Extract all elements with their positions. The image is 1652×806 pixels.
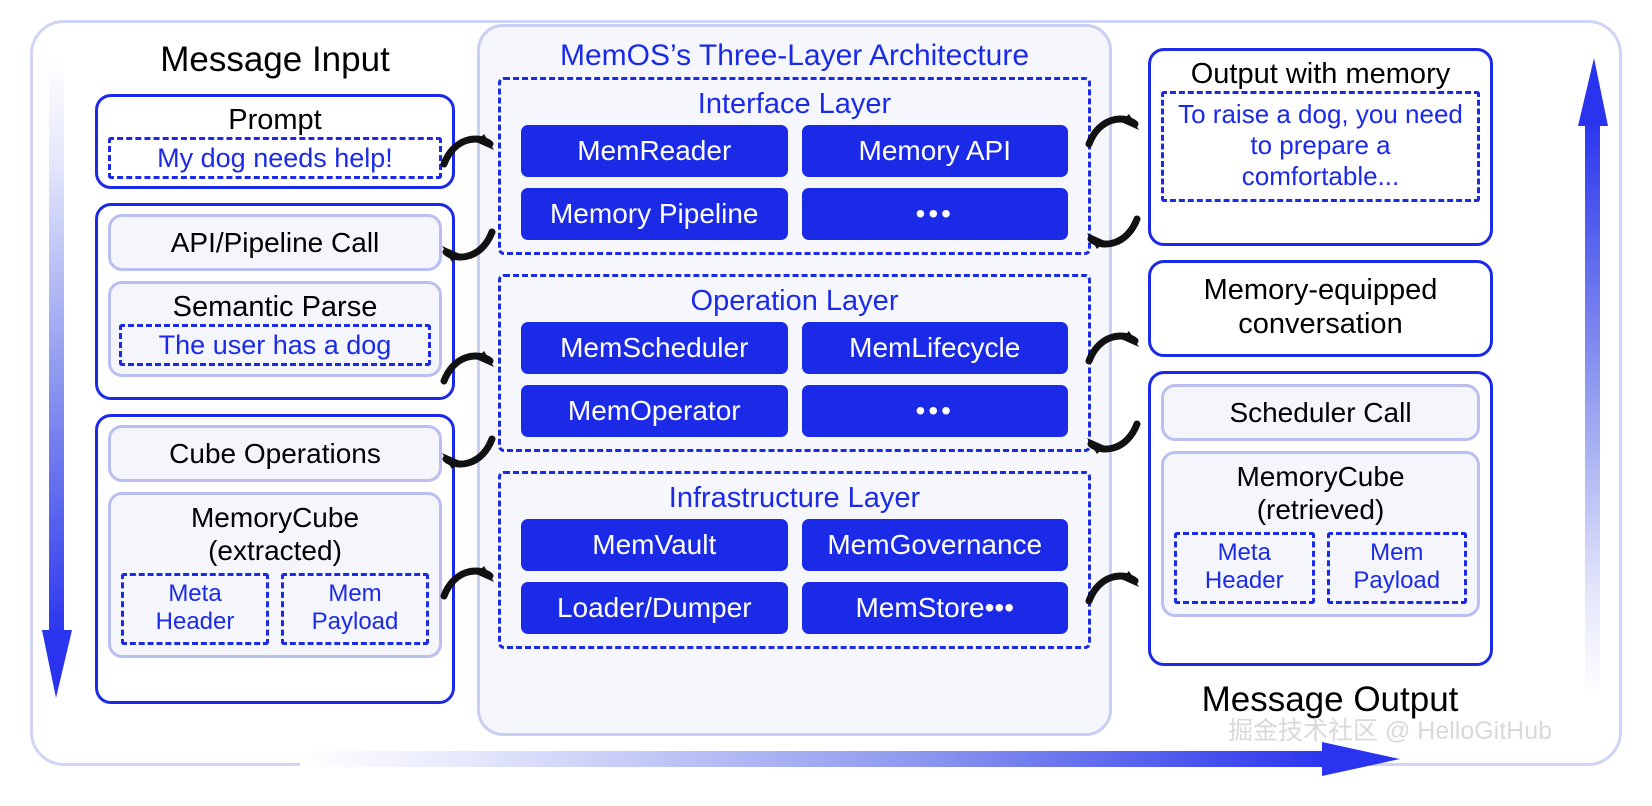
- interface-layer-title: Interface Layer: [697, 88, 892, 120]
- message-output-title: Message Output: [1201, 680, 1459, 719]
- arrow-up-icon: [1578, 58, 1608, 698]
- memoperator-button[interactable]: MemOperator: [521, 385, 788, 437]
- semantic-parse-card[interactable]: Semantic Parse The user has a dog: [108, 281, 442, 377]
- conversation-line2: conversation: [1238, 307, 1403, 340]
- output-with-memory-box[interactable]: Output with memory To raise a dog, you n…: [1148, 48, 1493, 246]
- arrow-right-icon: [300, 742, 1400, 776]
- prompt-box[interactable]: Prompt My dog needs help!: [95, 94, 455, 189]
- prompt-value: My dog needs help!: [108, 137, 442, 179]
- memlifecycle-button[interactable]: MemLifecycle: [801, 322, 1068, 374]
- interface-layer: Interface Layer MemReader Memory API Mem…: [498, 77, 1091, 255]
- curved-arrow-left-icon: [1087, 420, 1141, 454]
- interface-layer-grid: MemReader Memory API Memory Pipeline •••: [521, 125, 1068, 240]
- conversation-line1: Memory-equipped: [1203, 273, 1438, 306]
- infrastructure-layer-grid: MemVault MemGovernance Loader/Dumper Mem…: [521, 519, 1068, 634]
- infrastructure-layer: Infrastructure Layer MemVault MemGoverna…: [498, 471, 1091, 649]
- memorycube-retrieved-line2: (retrieved): [1256, 494, 1385, 525]
- meta-header-line1: Meta: [168, 580, 222, 607]
- cube-box[interactable]: Cube Operations MemoryCube (extracted) M…: [95, 414, 455, 704]
- retrieved-mem-payload-line2: Payload: [1353, 567, 1441, 594]
- left-column: Prompt My dog needs help! API/Pipeline C…: [95, 94, 455, 718]
- scheduler-box[interactable]: Scheduler Call MemoryCube (retrieved) Me…: [1148, 371, 1493, 666]
- retrieved-mem-payload-line1: Mem: [1370, 539, 1424, 566]
- memorycube-title-line2: (extracted): [208, 535, 342, 566]
- architecture-panel: MemOS’s Three-Layer Architecture Interfa…: [477, 24, 1112, 736]
- memory-equipped-conversation-box[interactable]: Memory-equipped conversation: [1148, 260, 1493, 357]
- memory-pipeline-button[interactable]: Memory Pipeline: [521, 188, 788, 240]
- memory-api-button[interactable]: Memory API: [801, 125, 1068, 177]
- memscheduler-button[interactable]: MemScheduler: [521, 322, 788, 374]
- retrieved-meta-header-line2: Header: [1204, 567, 1284, 594]
- curved-arrow-right-icon: [440, 134, 494, 168]
- right-column: Output with memory To raise a dog, you n…: [1148, 48, 1493, 680]
- operation-layer-grid: MemScheduler MemLifecycle MemOperator ••…: [521, 322, 1068, 437]
- arrow-down-icon: [42, 58, 72, 698]
- memstore-button[interactable]: MemStore•••: [801, 582, 1068, 634]
- memorycube-retrieved-line1: MemoryCube: [1236, 461, 1405, 492]
- mem-payload-chip: Mem Payload: [281, 573, 429, 645]
- retrieved-mem-payload-chip: Mem Payload: [1326, 532, 1467, 604]
- curved-arrow-right-icon: [1085, 114, 1139, 148]
- curved-arrow-left-icon: [1087, 215, 1141, 249]
- meta-header-chip: Meta Header: [121, 573, 269, 645]
- api-pipeline-call-card[interactable]: API/Pipeline Call: [108, 214, 442, 271]
- memorycube-retrieved-card[interactable]: MemoryCube (retrieved) Meta Header Mem P…: [1161, 451, 1480, 617]
- curved-arrow-right-icon: [440, 566, 494, 600]
- curved-arrow-left-icon: [442, 228, 496, 262]
- infrastructure-layer-title: Infrastructure Layer: [668, 482, 921, 514]
- watermark: 掘金技术社区 @ HelloGitHub: [1228, 717, 1553, 745]
- curved-arrow-right-icon: [440, 351, 494, 385]
- meta-header-line2: Header: [155, 608, 235, 635]
- curved-arrow-right-icon: [1085, 331, 1139, 365]
- memgovernance-button[interactable]: MemGovernance: [801, 519, 1068, 571]
- memvault-button[interactable]: MemVault: [521, 519, 788, 571]
- cube-operations-card[interactable]: Cube Operations: [108, 425, 442, 482]
- curved-arrow-right-icon: [1085, 571, 1139, 605]
- memorycube-title-line1: MemoryCube: [190, 502, 360, 533]
- scheduler-call-card[interactable]: Scheduler Call: [1161, 384, 1480, 441]
- semantic-parse-value: The user has a dog: [119, 324, 431, 366]
- mem-payload-line1: Mem: [328, 580, 382, 607]
- retrieved-meta-header-chip: Meta Header: [1174, 532, 1315, 604]
- architecture-panel-title: MemOS’s Three-Layer Architecture: [559, 39, 1030, 72]
- memorycube-extracted-card[interactable]: MemoryCube (extracted) Meta Header Mem P…: [108, 492, 442, 658]
- memorycube-chips: Meta Header Mem Payload: [121, 573, 429, 645]
- interface-more-button[interactable]: •••: [801, 188, 1068, 240]
- semantic-parse-label: Semantic Parse: [172, 291, 378, 323]
- memreader-button[interactable]: MemReader: [521, 125, 788, 177]
- retrieved-meta-header-line1: Meta: [1217, 539, 1271, 566]
- operation-layer-title: Operation Layer: [690, 285, 899, 317]
- operation-layer: Operation Layer MemScheduler MemLifecycl…: [498, 274, 1091, 452]
- output-with-memory-label: Output with memory: [1190, 58, 1451, 90]
- memorycube-retrieved-chips: Meta Header Mem Payload: [1174, 532, 1467, 604]
- conversation-text-wrap: Memory-equipped conversation: [1204, 273, 1438, 341]
- mem-payload-line2: Payload: [311, 608, 399, 635]
- curved-arrow-left-icon: [442, 435, 496, 469]
- parse-box[interactable]: API/Pipeline Call Semantic Parse The use…: [95, 203, 455, 400]
- message-input-title: Message Input: [160, 40, 390, 79]
- loader-dumper-button[interactable]: Loader/Dumper: [521, 582, 788, 634]
- output-with-memory-value: To raise a dog, you need to prepare a co…: [1161, 91, 1480, 202]
- prompt-label: Prompt: [228, 104, 322, 136]
- operation-more-button[interactable]: •••: [801, 385, 1068, 437]
